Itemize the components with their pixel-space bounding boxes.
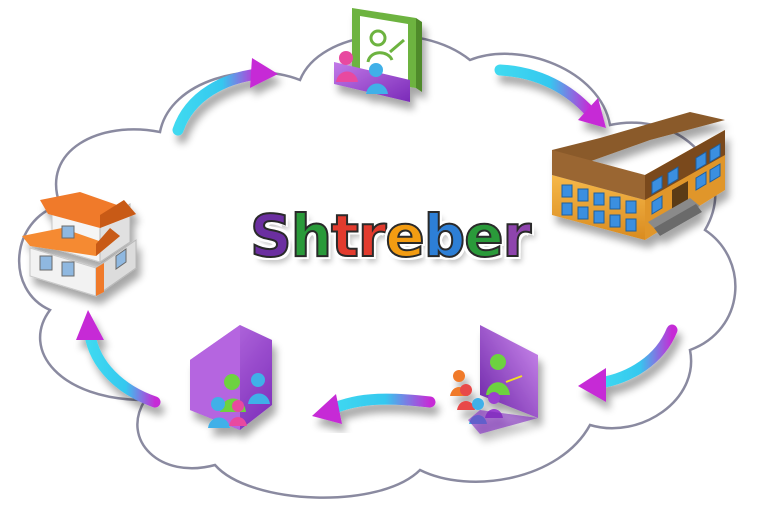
logo-text: Shtreber bbox=[249, 196, 532, 276]
arrow-teacher-to-school bbox=[494, 64, 606, 128]
logo-letter: b bbox=[423, 201, 466, 271]
school-building-icon bbox=[552, 112, 725, 240]
house-icon bbox=[22, 192, 137, 297]
classroom-presentation-icon bbox=[450, 325, 538, 434]
logo-letter: r bbox=[357, 201, 388, 271]
logo-letter: e bbox=[384, 201, 425, 271]
logo-letter: e bbox=[463, 201, 504, 271]
logo-letter: r bbox=[502, 201, 533, 271]
logo-letter: h bbox=[290, 201, 333, 271]
logo-letter: S bbox=[249, 201, 293, 271]
logo-letter: t bbox=[330, 201, 360, 271]
arrow-school-to-classroom bbox=[578, 324, 678, 402]
arrow-classroom-to-group bbox=[312, 393, 436, 424]
arrow-group-to-home bbox=[76, 310, 161, 408]
teacher-board-icon bbox=[334, 8, 422, 102]
arrow-home-to-teacher bbox=[172, 58, 278, 136]
logo: Shtreber bbox=[249, 196, 532, 276]
student-group-icon bbox=[190, 325, 272, 430]
